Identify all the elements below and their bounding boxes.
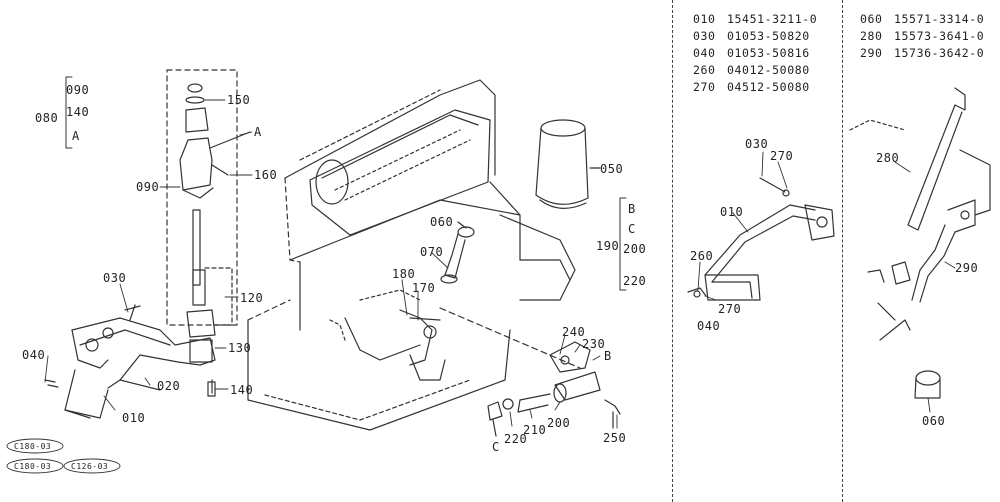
group-190-item: 220 [623, 274, 647, 288]
footnote-code: C180-03 [14, 442, 52, 451]
callout-040: 040 [22, 348, 46, 362]
callout-260: 260 [690, 249, 714, 263]
footnote-code: C126-03 [71, 462, 109, 471]
leader-lines [44, 99, 956, 429]
callout-250: 250 [603, 431, 627, 445]
callout-060: 060 [922, 414, 946, 428]
group-190-item: C [628, 222, 636, 236]
group-190-item: B [628, 202, 636, 216]
callout-240: 240 [562, 325, 586, 339]
panel-divider-2 [842, 0, 843, 502]
callout-030: 030 [103, 271, 127, 285]
oil-pipe-panel-drawing [687, 177, 835, 301]
group-190-label: 190 [596, 239, 620, 253]
group-190-item: 200 [623, 242, 647, 256]
footnote-code: C180-03 [14, 462, 52, 471]
oil-pump-drawing [44, 304, 216, 419]
group-080-item: 140 [66, 105, 90, 119]
callout-120: 120 [240, 291, 264, 305]
oil-filter-drawing [535, 119, 601, 209]
callout-200: 200 [547, 416, 571, 430]
callout-160: 160 [254, 168, 278, 182]
group-080-item: 090 [66, 83, 90, 97]
group-080-item: A [72, 129, 80, 143]
callout-070: 070 [420, 245, 444, 259]
callout-290: 290 [955, 261, 979, 275]
callout-280: 280 [876, 151, 900, 165]
callout-220: 220 [504, 432, 528, 446]
panel-divider-1 [672, 0, 673, 502]
footnote-ovals [6, 438, 121, 474]
suction-pipe-drawing [399, 307, 581, 369]
callout-020: 020 [157, 379, 181, 393]
callout-010: 010 [122, 411, 146, 425]
callout-A: A [254, 125, 262, 139]
dipstick-panel-drawing [849, 87, 991, 399]
callout-170: 170 [412, 281, 436, 295]
group-brackets [65, 76, 627, 291]
group-080-label: 080 [35, 111, 59, 125]
callout-030: 030 [745, 137, 769, 151]
callout-230: 230 [582, 337, 606, 351]
callout-010: 010 [720, 205, 744, 219]
callout-B: B [604, 349, 612, 363]
callout-050: 050 [600, 162, 624, 176]
engine-block-drawing [247, 79, 576, 431]
left-assembly-drawing [166, 69, 251, 397]
callout-150: 150 [227, 93, 251, 107]
callout-040: 040 [697, 319, 721, 333]
callout-130: 130 [228, 341, 252, 355]
callout-210: 210 [523, 423, 547, 437]
callout-180: 180 [392, 267, 416, 281]
oil-filler-drawing [440, 221, 475, 284]
callout-140: 140 [230, 383, 254, 397]
callout-060: 060 [430, 215, 454, 229]
callout-270: 270 [718, 302, 742, 316]
callout-270: 270 [770, 149, 794, 163]
callout-C: C [492, 440, 500, 454]
callout-090: 090 [136, 180, 160, 194]
